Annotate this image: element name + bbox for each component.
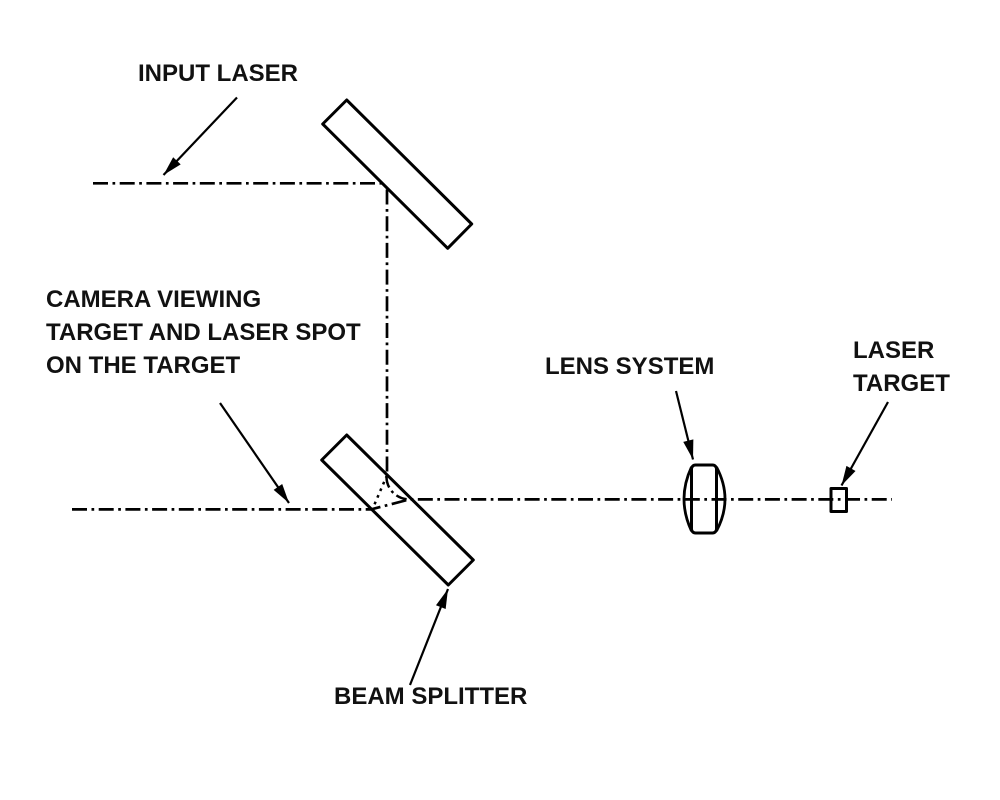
camera-viewing-label-line2: TARGET AND LASER SPOT <box>46 319 361 346</box>
beam-splitter-label: BEAM SPLITTER <box>334 683 528 710</box>
refracted-beam-segment <box>371 474 389 510</box>
beam-splitter-shape <box>320 433 475 587</box>
lens-left-surface <box>682 466 693 532</box>
laser-target-arrow <box>840 401 889 487</box>
laser-target-label-line1: LASER <box>853 337 935 364</box>
lens-system-arrow <box>674 390 695 460</box>
input-laser-arrow <box>162 96 238 176</box>
camera-viewing-label-line3: ON THE TARGET <box>46 352 241 379</box>
camera-viewing-label-line1: CAMERA VIEWING <box>46 286 262 313</box>
laser-target-label: LASER TARGET <box>853 334 950 400</box>
camera-sightline-to-target <box>72 498 892 511</box>
beam-splitter-arrow <box>408 588 450 686</box>
beam-bend-arc <box>385 476 410 501</box>
fold-mirror-shape <box>321 98 474 250</box>
camera-view-arrow <box>219 402 290 504</box>
camera-viewing-label: CAMERA VIEWING TARGET AND LASER SPOT ON … <box>46 283 361 382</box>
input-laser-label: INPUT LASER <box>138 60 299 87</box>
lens-system-label: LENS SYSTEM <box>545 353 715 380</box>
laser-target-label-line2: TARGET <box>853 370 950 397</box>
